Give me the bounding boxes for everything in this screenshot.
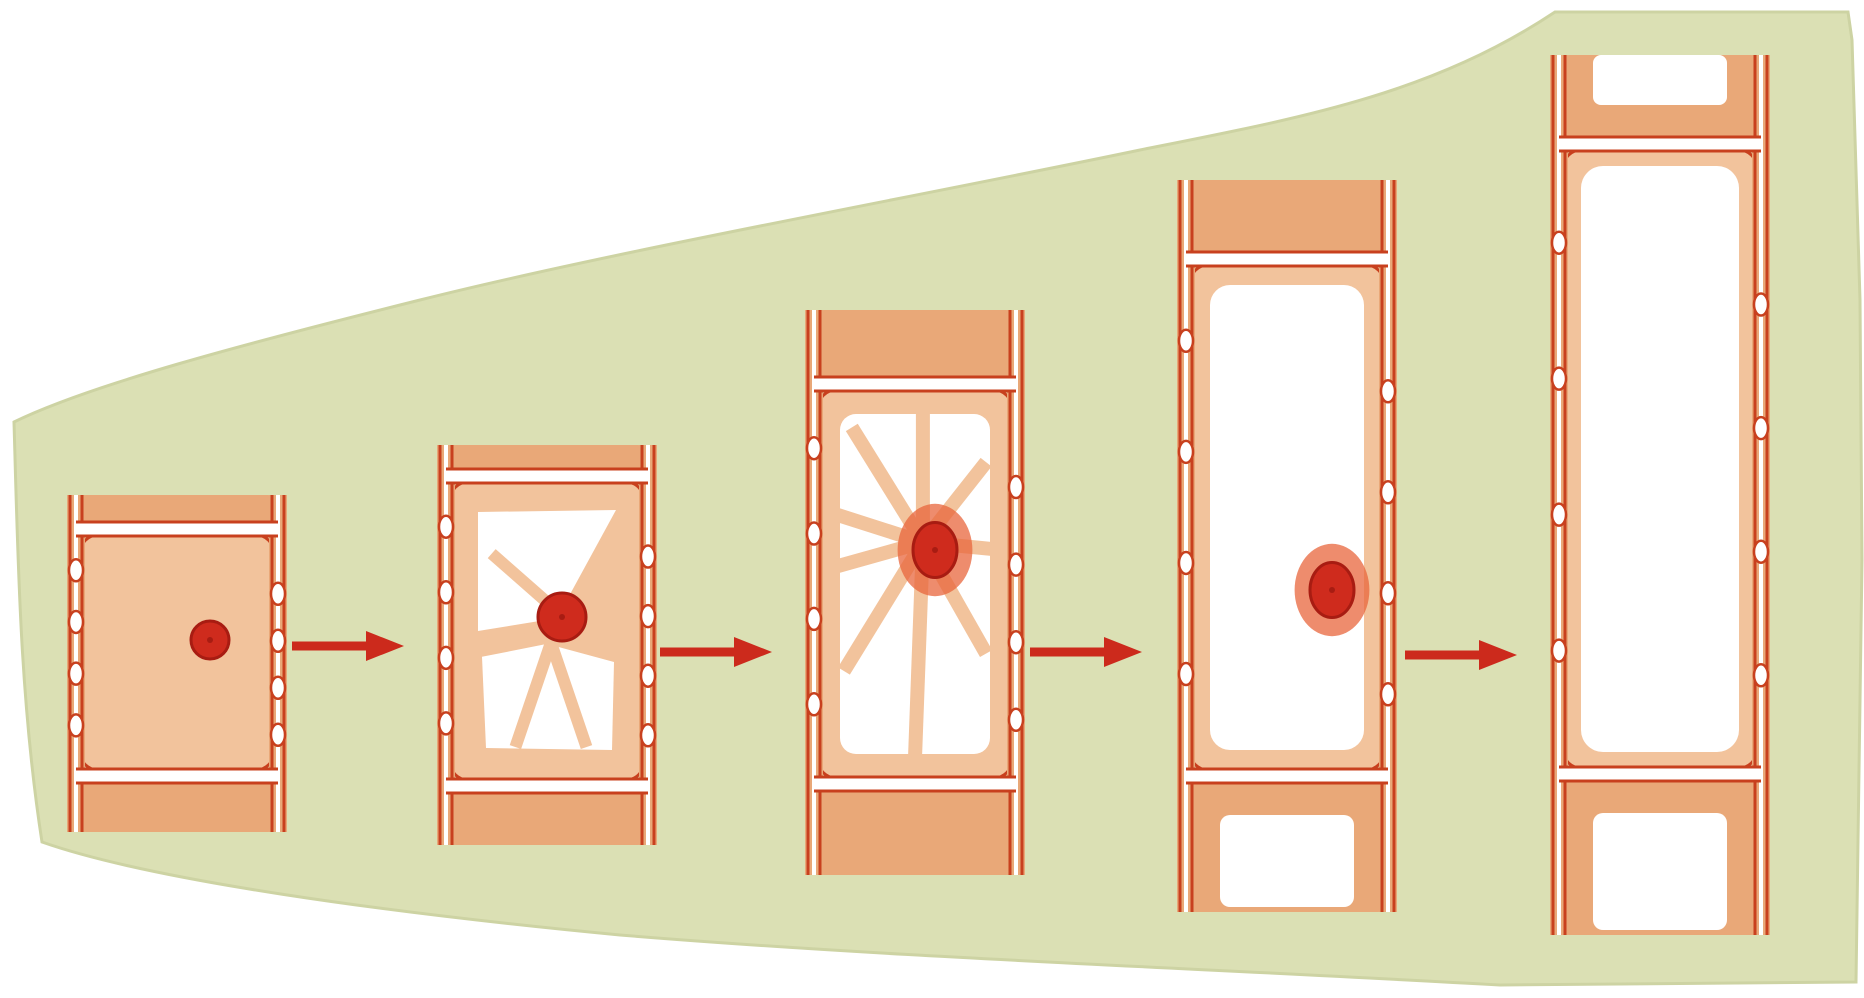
vacuole [1210, 285, 1364, 750]
neighbor-cell-bottom [450, 790, 644, 845]
pit [69, 611, 83, 633]
pit [1179, 441, 1193, 463]
cross-wall [76, 769, 278, 783]
pit [1009, 709, 1023, 731]
pit [1552, 640, 1566, 662]
nucleolus [932, 547, 938, 553]
pit [1009, 631, 1023, 653]
pit [1009, 476, 1023, 498]
pit [439, 581, 453, 603]
pit [271, 677, 285, 699]
cross-wall [446, 779, 648, 793]
pit [439, 712, 453, 734]
pit [439, 647, 453, 669]
pit [1552, 504, 1566, 526]
neighbor-vacuole [1593, 813, 1727, 930]
pit [1381, 481, 1395, 503]
stage-2-cell [437, 445, 657, 845]
pit [69, 663, 83, 685]
stage-5-cell [1550, 55, 1770, 935]
stage-3-cell [805, 310, 1025, 875]
neighbor-cell-bottom [80, 780, 274, 832]
neighbor-cell-bottom [818, 788, 1012, 875]
cross-wall [1186, 252, 1388, 266]
pit [807, 437, 821, 459]
pit [1179, 330, 1193, 352]
pit [1552, 368, 1566, 390]
pit [1754, 541, 1768, 563]
cross-wall [1559, 137, 1761, 151]
pit [1381, 683, 1395, 705]
neighbor-vacuole [1220, 815, 1354, 907]
pit [807, 523, 821, 545]
neighbor-cell-top [1190, 180, 1384, 255]
pit [1754, 417, 1768, 439]
pit [1552, 232, 1566, 254]
pit [1009, 554, 1023, 576]
pit [69, 559, 83, 581]
pit [807, 608, 821, 630]
pit [271, 724, 285, 746]
pit [807, 693, 821, 715]
cross-wall [814, 377, 1016, 391]
pit [271, 583, 285, 605]
pit [641, 605, 655, 627]
cross-wall [76, 522, 278, 536]
pit [641, 546, 655, 568]
cell-protoplast [80, 535, 274, 770]
pit [439, 516, 453, 538]
pit [1179, 552, 1193, 574]
pit [69, 714, 83, 736]
cross-wall [1186, 769, 1388, 783]
pit [641, 724, 655, 746]
neighbor-vacuole [1593, 55, 1727, 105]
pit [1381, 582, 1395, 604]
stage-1-cell [67, 495, 287, 832]
pit [1754, 294, 1768, 316]
nucleolus [559, 614, 565, 620]
cross-wall [1559, 767, 1761, 781]
stage-4-cell [1177, 180, 1397, 912]
cross-wall [814, 777, 1016, 791]
pit [641, 665, 655, 687]
neighbor-cell-top [818, 310, 1012, 380]
nucleolus [1329, 587, 1335, 593]
cross-wall [446, 469, 648, 483]
pit [1754, 664, 1768, 686]
pit [271, 630, 285, 652]
pit [1179, 663, 1193, 685]
vacuole [1581, 166, 1739, 752]
nucleolus [207, 637, 213, 643]
pit [1381, 380, 1395, 402]
